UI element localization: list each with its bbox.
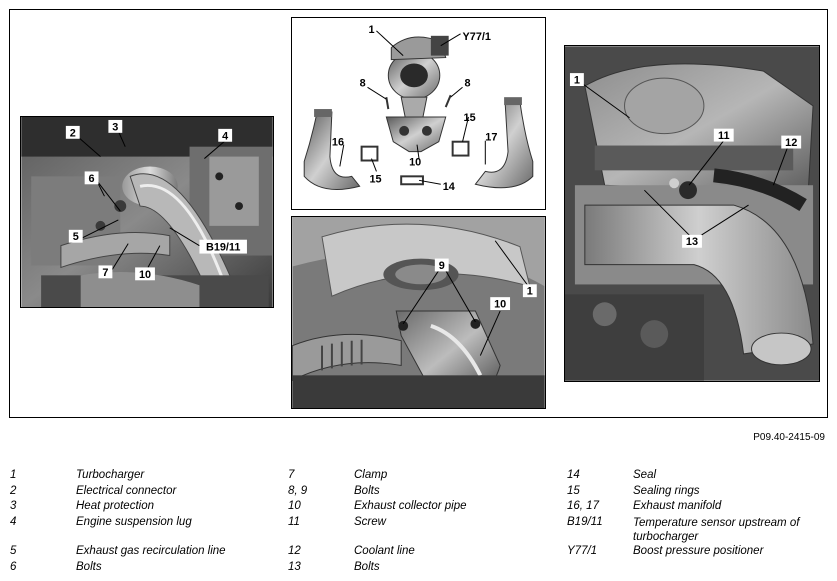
legend-key: 10 [288,500,301,512]
callout-1: 1 [527,286,533,298]
callout-15-left: 15 [370,173,382,185]
legend-key: 4 [10,516,17,528]
legend-key: 2 [10,485,17,497]
legend-key: 1 [10,469,17,481]
legend-key: 12 [288,545,301,557]
photo-exploded-diagram: 1 Y77/1 8 8 15 15 16 17 10 14 [291,17,546,210]
legend-label: Temperature sensor upstream of turbochar… [633,517,800,543]
legend-label: Exhaust collector pipe [354,500,467,512]
legend-key: 11 [288,516,300,528]
callout-8-right: 8 [465,77,471,89]
callout-1: 1 [369,24,375,36]
callout-10: 10 [139,269,151,281]
legend-label: Exhaust gas recirculation line [76,545,226,557]
callout-15-right: 15 [464,112,476,124]
photo-engine-right: 1 11 12 13 [564,45,820,382]
legend-key: Y77/1 [567,545,598,557]
callout-b19-11: B19/11 [206,242,240,254]
legend-label: Bolts [354,561,380,573]
legend-key: B19/11 [567,516,603,528]
callout-10: 10 [494,299,506,311]
photo-engine-left: 2 3 4 6 5 7 10 B19/11 [20,116,274,308]
callout-2: 2 [70,127,76,139]
callout-4: 4 [222,130,228,142]
callout-7: 7 [102,267,108,279]
callout-6: 6 [89,173,95,185]
legend-key: 14 [567,469,580,481]
figure-frame [9,9,828,418]
callout-16: 16 [332,137,344,149]
legend-key: 3 [10,500,17,512]
legend-key: 13 [288,561,301,573]
callout-1: 1 [574,75,580,87]
legend-key: 7 [288,469,295,481]
legend-key: 6 [10,561,17,573]
legend-label: Heat protection [76,500,154,512]
callout-11: 11 [718,130,730,142]
callout-y77-1: Y77/1 [463,31,491,43]
legend-label: Turbocharger [76,469,145,481]
legend-key: 8, 9 [288,485,308,497]
photo-collector-pipe: 9 1 10 [291,216,546,409]
callout-13: 13 [686,236,698,248]
callout-9: 9 [439,260,445,272]
legend-label: Boost pressure positioner [633,545,764,557]
legend-key: 16, 17 [567,500,599,512]
callout-10: 10 [409,156,421,168]
legend-label: Coolant line [354,545,415,557]
legend-label: Exhaust manifold [633,500,722,512]
legend-label: Engine suspension lug [76,516,192,528]
callout-17: 17 [485,132,497,144]
document-id: P09.40-2415-09 [753,432,825,443]
legend-label: Screw [354,516,386,528]
callout-5: 5 [73,231,79,243]
callout-3: 3 [112,121,118,133]
callout-8-left: 8 [360,77,366,89]
callout-14: 14 [443,181,455,193]
legend-label: Bolts [76,561,102,573]
legend-key: 15 [567,485,580,497]
legend-key: 5 [10,545,17,557]
legend-label: Seal [633,469,657,481]
legend-label: Clamp [354,469,388,481]
legend-label: Electrical connector [76,485,177,497]
callout-12: 12 [785,137,797,149]
legend-label: Sealing rings [633,485,700,497]
legend-label: Bolts [354,485,380,497]
